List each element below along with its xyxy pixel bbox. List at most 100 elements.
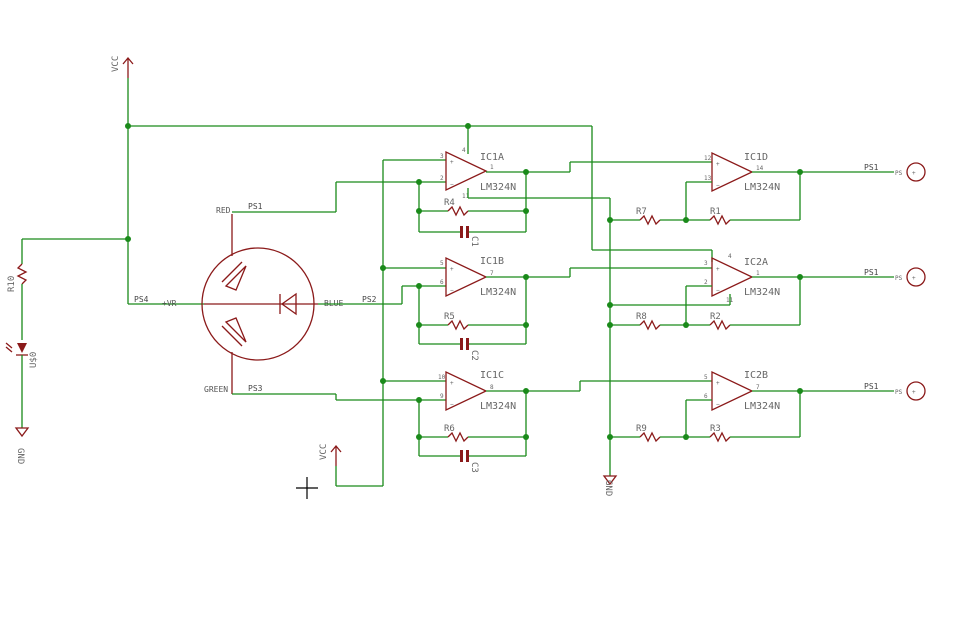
svg-text:PS: PS <box>895 389 903 396</box>
opamp-ic2b: + − 5 6 7 IC2B LM324N <box>704 370 780 412</box>
svg-text:−: − <box>716 287 720 294</box>
output-terminal-2[interactable]: + PS <box>895 267 926 287</box>
gnd-symbol-left: GND <box>14 427 30 464</box>
svg-text:13: 13 <box>704 175 712 182</box>
vcc-symbol-bottom: VCC <box>319 444 342 466</box>
svg-text:PS3: PS3 <box>248 384 263 393</box>
svg-text:12: 12 <box>704 155 712 162</box>
capacitor-c2: C2 <box>460 338 479 361</box>
svg-text:R5: R5 <box>444 312 455 322</box>
svg-text:LM324N: LM324N <box>480 401 516 412</box>
svg-text:GREEN: GREEN <box>204 385 228 394</box>
svg-text:R1: R1 <box>710 207 721 217</box>
svg-text:4: 4 <box>462 147 466 154</box>
svg-text:R9: R9 <box>636 424 647 434</box>
svg-text:GND: GND <box>15 448 25 464</box>
svg-text:C3: C3 <box>469 462 479 473</box>
resistor-r1: R1 <box>709 207 731 226</box>
opamp-ic1d: + − 12 13 14 IC1D LM324N <box>704 151 780 193</box>
svg-text:IC2A: IC2A <box>744 257 768 268</box>
output-terminal-1[interactable]: + PS <box>895 162 926 182</box>
gnd-symbol-middle: GND <box>602 475 618 496</box>
svg-text:+: + <box>716 266 720 273</box>
svg-text:1: 1 <box>490 164 494 171</box>
resistor-r5: R5 <box>444 312 469 331</box>
capacitor-c3: C3 <box>460 450 479 473</box>
svg-text:IC1D: IC1D <box>744 152 768 163</box>
svg-text:−: − <box>450 181 454 188</box>
svg-text:+: + <box>912 389 916 396</box>
svg-text:+: + <box>716 380 720 387</box>
svg-text:LM324N: LM324N <box>480 182 516 193</box>
svg-text:PS2: PS2 <box>362 295 377 304</box>
svg-text:PS1: PS1 <box>864 163 879 172</box>
svg-text:+: + <box>450 266 454 273</box>
svg-text:14: 14 <box>756 165 764 172</box>
svg-text:IC1C: IC1C <box>480 370 504 381</box>
svg-text:PS1: PS1 <box>864 382 879 391</box>
resistor-r3: R3 <box>709 424 731 443</box>
resistor-r10: R10 <box>7 239 28 340</box>
svg-text:6: 6 <box>440 279 444 286</box>
svg-text:4: 4 <box>728 253 732 260</box>
output-terminal-3[interactable]: + PS <box>895 381 926 401</box>
svg-text:IC2B: IC2B <box>744 370 768 381</box>
svg-text:1: 1 <box>756 270 760 277</box>
svg-text:+: + <box>912 170 916 177</box>
svg-text:+VR: +VR <box>162 299 177 308</box>
svg-text:7: 7 <box>490 270 494 277</box>
resistor-r2: R2 <box>709 312 731 331</box>
svg-text:R3: R3 <box>710 424 721 434</box>
svg-text:+: + <box>912 275 916 282</box>
svg-text:VCC: VCC <box>111 56 121 72</box>
svg-text:R10: R10 <box>7 276 17 292</box>
svg-text:−: − <box>716 182 720 189</box>
svg-text:9: 9 <box>440 393 444 400</box>
svg-text:R2: R2 <box>710 312 721 322</box>
svg-text:PS1: PS1 <box>248 202 263 211</box>
junction-dots <box>125 123 803 440</box>
svg-text:2: 2 <box>440 175 444 182</box>
svg-text:RED: RED <box>216 206 231 215</box>
svg-text:−: − <box>716 401 720 408</box>
resistor-r4: R4 <box>444 198 469 217</box>
svg-text:3: 3 <box>440 153 444 160</box>
svg-text:IC1B: IC1B <box>480 256 504 267</box>
svg-text:+: + <box>716 161 720 168</box>
svg-text:5: 5 <box>704 374 708 381</box>
svg-text:+: + <box>450 159 454 166</box>
svg-text:C1: C1 <box>469 236 479 247</box>
svg-text:R8: R8 <box>636 312 647 322</box>
opamp-ic1c: + − 10 9 8 IC1C LM324N <box>438 370 516 412</box>
svg-text:LM324N: LM324N <box>744 401 780 412</box>
led-diode-u0: U$0 <box>5 342 39 428</box>
svg-text:5: 5 <box>440 260 444 267</box>
svg-text:PS1: PS1 <box>864 268 879 277</box>
svg-text:PS: PS <box>895 275 903 282</box>
resistor-r9: R9 <box>636 424 661 443</box>
svg-text:C2: C2 <box>469 350 479 361</box>
svg-text:−: − <box>450 287 454 294</box>
svg-text:VCC: VCC <box>319 444 329 460</box>
svg-text:PS4: PS4 <box>134 295 149 304</box>
svg-text:7: 7 <box>756 384 760 391</box>
svg-text:U$0: U$0 <box>29 352 39 368</box>
svg-text:IC1A: IC1A <box>480 152 504 163</box>
svg-text:11: 11 <box>462 193 470 200</box>
vcc-symbol-top: VCC <box>111 56 134 78</box>
svg-text:6: 6 <box>704 393 708 400</box>
svg-text:10: 10 <box>438 374 446 381</box>
resistor-r8: R8 <box>636 312 661 331</box>
svg-text:LM324N: LM324N <box>480 287 516 298</box>
resistor-r7: R7 <box>636 207 661 226</box>
svg-text:3: 3 <box>704 260 708 267</box>
opamp-ic2a: + − 3 2 1 4 11 IC2A LM324N <box>704 253 780 304</box>
resistor-r6: R6 <box>444 424 469 443</box>
svg-text:GND: GND <box>603 480 613 496</box>
svg-text:8: 8 <box>490 384 494 391</box>
opamp-ic1a: + − 3 2 1 4 11 IC1A LM324N <box>440 147 516 200</box>
opamp-ic1b: + − 5 6 7 IC1B LM324N <box>440 256 516 298</box>
svg-text:LM324N: LM324N <box>744 287 780 298</box>
rgb-sensor: +VR RED BLUE GREEN <box>162 206 343 394</box>
